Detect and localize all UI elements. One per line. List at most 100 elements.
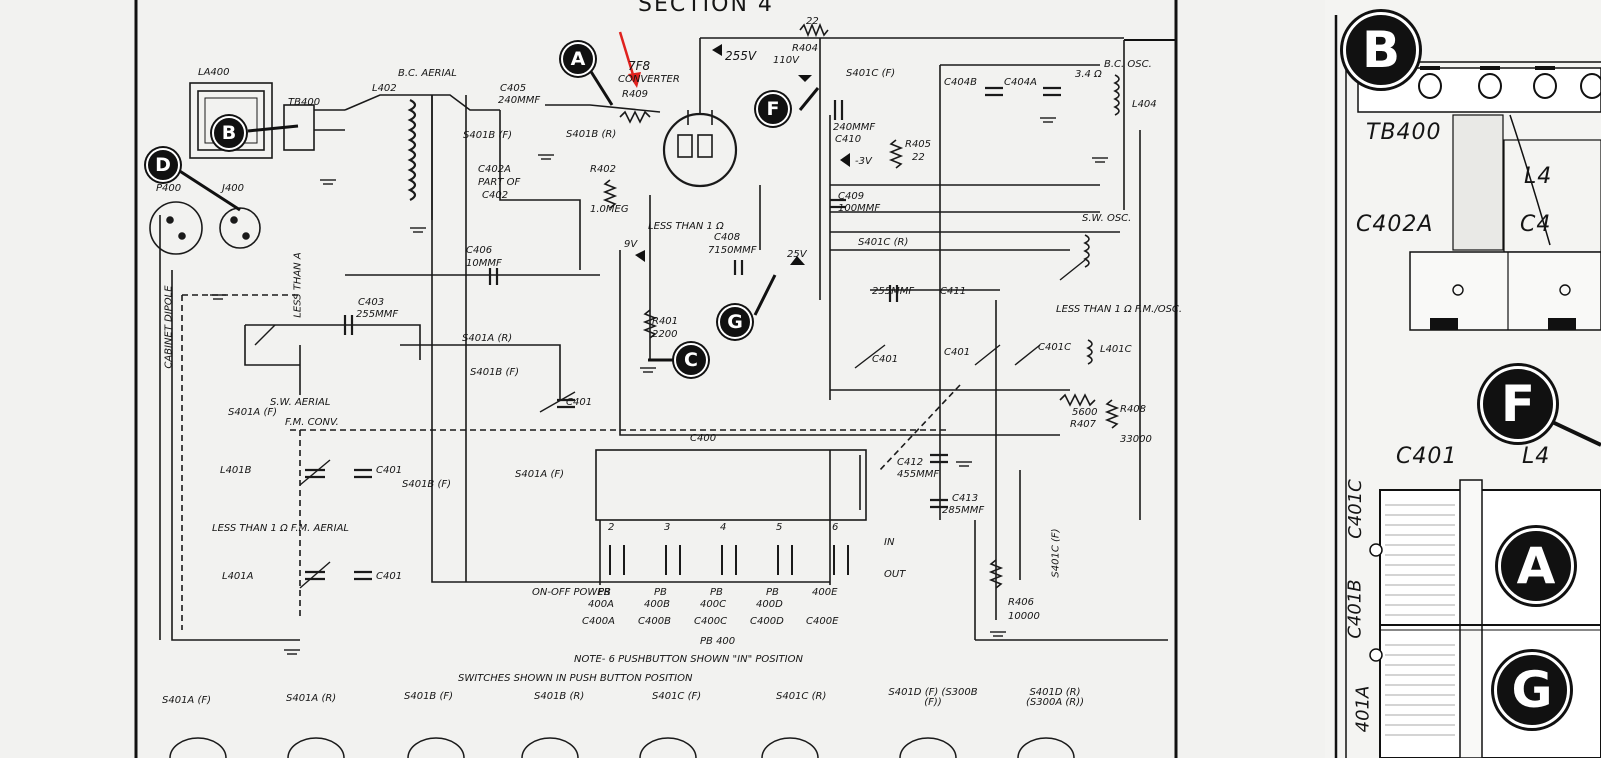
label-switches-shown: SWITCHES SHOWN IN PUSH BUTTON POSITION (458, 673, 693, 684)
layout-callout-f: F (1480, 366, 1556, 442)
label-note: NOTE- 6 PUSHBUTTON SHOWN "IN" POSITION (574, 654, 803, 665)
label-l401a: L401A (222, 571, 254, 582)
label-c410-value: 240MMF (833, 122, 876, 133)
label-c412-value: 455MMF (897, 469, 940, 480)
pb-cap-c400b: C400B (638, 616, 671, 627)
label-l402: L402 (372, 83, 397, 94)
pb-cap-c400c: C400C (694, 616, 728, 627)
label-r408-value: 33000 (1120, 434, 1152, 445)
layout-label-c401c: C401C (1344, 479, 1366, 539)
label-s401c-f: S401C (F) (846, 68, 896, 79)
label-less-than: LESS THAN 1 Ω (648, 221, 724, 232)
pb-name-400e: 400E (812, 587, 838, 598)
label-bc-aerial: B.C. AERIAL (398, 68, 457, 79)
label-s401b-f: S401B (F) (463, 130, 513, 141)
layout-callout-b: B (1343, 12, 1419, 88)
label-s401a-f-lower: S401A (F) (515, 469, 565, 480)
layout-label-c401b: C401B (1344, 579, 1366, 639)
pb-name-400d: 400D (756, 599, 783, 610)
label-c406: C406 (466, 245, 493, 256)
pb-num-3: 3 (664, 522, 671, 533)
label-converter: CONVERTER (618, 74, 680, 85)
sw-label-s401b-r: S401B (R) (534, 691, 585, 702)
label-r405: R405 (905, 139, 932, 150)
callout-f: F (756, 92, 790, 126)
label-c401-b: C401 (944, 347, 971, 358)
label-less-than-fm-osc: LESS THAN 1 Ω F.M./OSC. (1056, 304, 1183, 315)
pb-label-2: PB (654, 587, 667, 598)
label-c411: C411 (940, 286, 967, 297)
label-c406-value: 10MMF (466, 258, 502, 269)
label-c410: C410 (835, 134, 862, 145)
label-on-off-power: ON-OFF POWER (532, 587, 611, 598)
label-l404-value: 3.4 Ω (1075, 69, 1102, 80)
layout-view-panel (1325, 0, 1601, 758)
label-s401a-f-left: S401A (F) (228, 407, 278, 418)
label-r407: R407 (1070, 419, 1097, 430)
label-c413: C413 (952, 493, 979, 504)
sw-label-s401c-f: S401C (F) (652, 691, 702, 702)
label-c401-l401a: C401 (376, 571, 403, 582)
label-l401b: L401B (220, 465, 252, 476)
pb-label-4: PB (766, 587, 779, 598)
schematic-wires (149, 22, 1168, 758)
pb-num-4: 4 (720, 522, 727, 533)
label-r406: R406 (1008, 597, 1035, 608)
label-25v: 25V (787, 249, 807, 260)
label-s401b-f-lower: S401B (F) (402, 479, 452, 490)
label-r408: R408 (1120, 404, 1147, 415)
red-pointer-arrow (618, 31, 641, 88)
layout-label-c4-partial: C4 (1520, 212, 1552, 237)
layout-label-l4-partial-2: L4 (1522, 444, 1551, 469)
sw-label-s401d-f: S401D (F) (S300B (F)) (888, 687, 978, 708)
callout-c: C (674, 343, 708, 377)
label-l404: L404 (1132, 99, 1157, 110)
pb-cap-c400a: C400A (582, 616, 615, 627)
section-title: SECTION 4 (638, 0, 774, 17)
label-c402a: C402A (478, 164, 511, 175)
label-c404a: C404A (1004, 77, 1037, 88)
sw-label-s401a-f: S401A (F) (162, 695, 212, 706)
label-r402: R402 (590, 164, 617, 175)
pb-label-1: PB (598, 587, 611, 598)
schematic-frame (134, 0, 1178, 758)
pb-name-400c: 400C (700, 599, 727, 610)
label-s401b-r: S401B (R) (566, 129, 617, 140)
sw-label-s401d-r: S401D (R) (S300A (R)) (1025, 687, 1084, 708)
callout-d: D (146, 148, 180, 182)
label-s401b-f-mid: S401B (F) (470, 367, 520, 378)
label-r407-value: 5600 (1072, 407, 1098, 418)
label-c401-l401b: C401 (376, 465, 403, 476)
label-s401a-r: S401A (R) (462, 333, 513, 344)
label-r401: R401 (652, 316, 679, 327)
layout-callout-g: G (1494, 652, 1570, 728)
label-r404: R404 (792, 43, 819, 54)
label-in: IN (884, 537, 895, 548)
label-c402: C402 (482, 190, 509, 201)
label-j400: J400 (222, 183, 245, 194)
pb-num-5: 5 (776, 522, 783, 533)
label-r404-value: 22 (806, 16, 819, 27)
label-tb400: TB400 (288, 97, 321, 108)
pb-num-2: 2 (608, 522, 615, 533)
label-bc-osc: B.C. OSC. (1104, 59, 1152, 70)
label-p400: P400 (156, 183, 182, 194)
label-c409-value: 100MMF (838, 203, 881, 214)
callout-a: A (561, 42, 595, 76)
label-pb400: PB 400 (700, 636, 736, 647)
pb-label-3: PB (710, 587, 723, 598)
layout-label-c402a: C402A (1356, 212, 1434, 237)
label-part-of: PART OF (478, 177, 521, 188)
label-c409: C409 (838, 191, 865, 202)
sw-label-s401c-r: S401C (R) (776, 691, 827, 702)
label-c408-value: 7150MMF (708, 245, 757, 256)
label-r406-value: 10000 (1008, 611, 1040, 622)
label-la400: LA400 (198, 67, 230, 78)
label-r405-value: 22 (912, 152, 925, 163)
callout-g: G (718, 305, 752, 339)
label-c404b: C404B (944, 77, 977, 88)
label-c405-value: 240MMF (498, 95, 541, 106)
label-sw-osc: S.W. OSC. (1082, 213, 1132, 224)
pb-name-400a: 400A (588, 599, 614, 610)
